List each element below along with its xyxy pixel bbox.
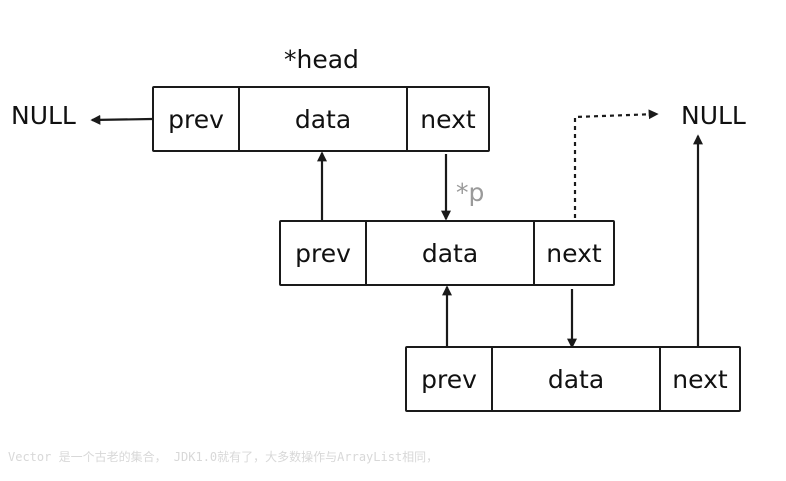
list-node-1: prev data next <box>152 86 490 152</box>
node2-prev-field: prev <box>295 238 351 268</box>
node1-prev-field: prev <box>168 104 224 134</box>
background-caption-text: Vector 是一个古老的集合， JDK1.0就有了，大多数操作与ArrayLi… <box>8 450 439 464</box>
node3-next-field: next <box>659 348 739 410</box>
node2-data-field: data <box>365 222 533 284</box>
null-right-label: NULL <box>681 101 746 130</box>
node2-next-field: next <box>533 222 613 284</box>
null-left-label: NULL <box>11 101 76 130</box>
head-label: *head <box>284 45 359 74</box>
node1-data-field: data <box>238 88 406 150</box>
list-node-3: prev data next <box>405 346 741 412</box>
node1-next-field: next <box>406 88 488 150</box>
arrow-node2-next-dotted-to-null-right <box>573 109 659 218</box>
list-node-2: prev data next <box>279 220 615 286</box>
node3-prev-field: prev <box>421 364 477 394</box>
node3-data-field: data <box>491 348 659 410</box>
arrow-node1-to-null-left <box>90 114 153 125</box>
pointer-p-label: *p <box>456 178 485 207</box>
